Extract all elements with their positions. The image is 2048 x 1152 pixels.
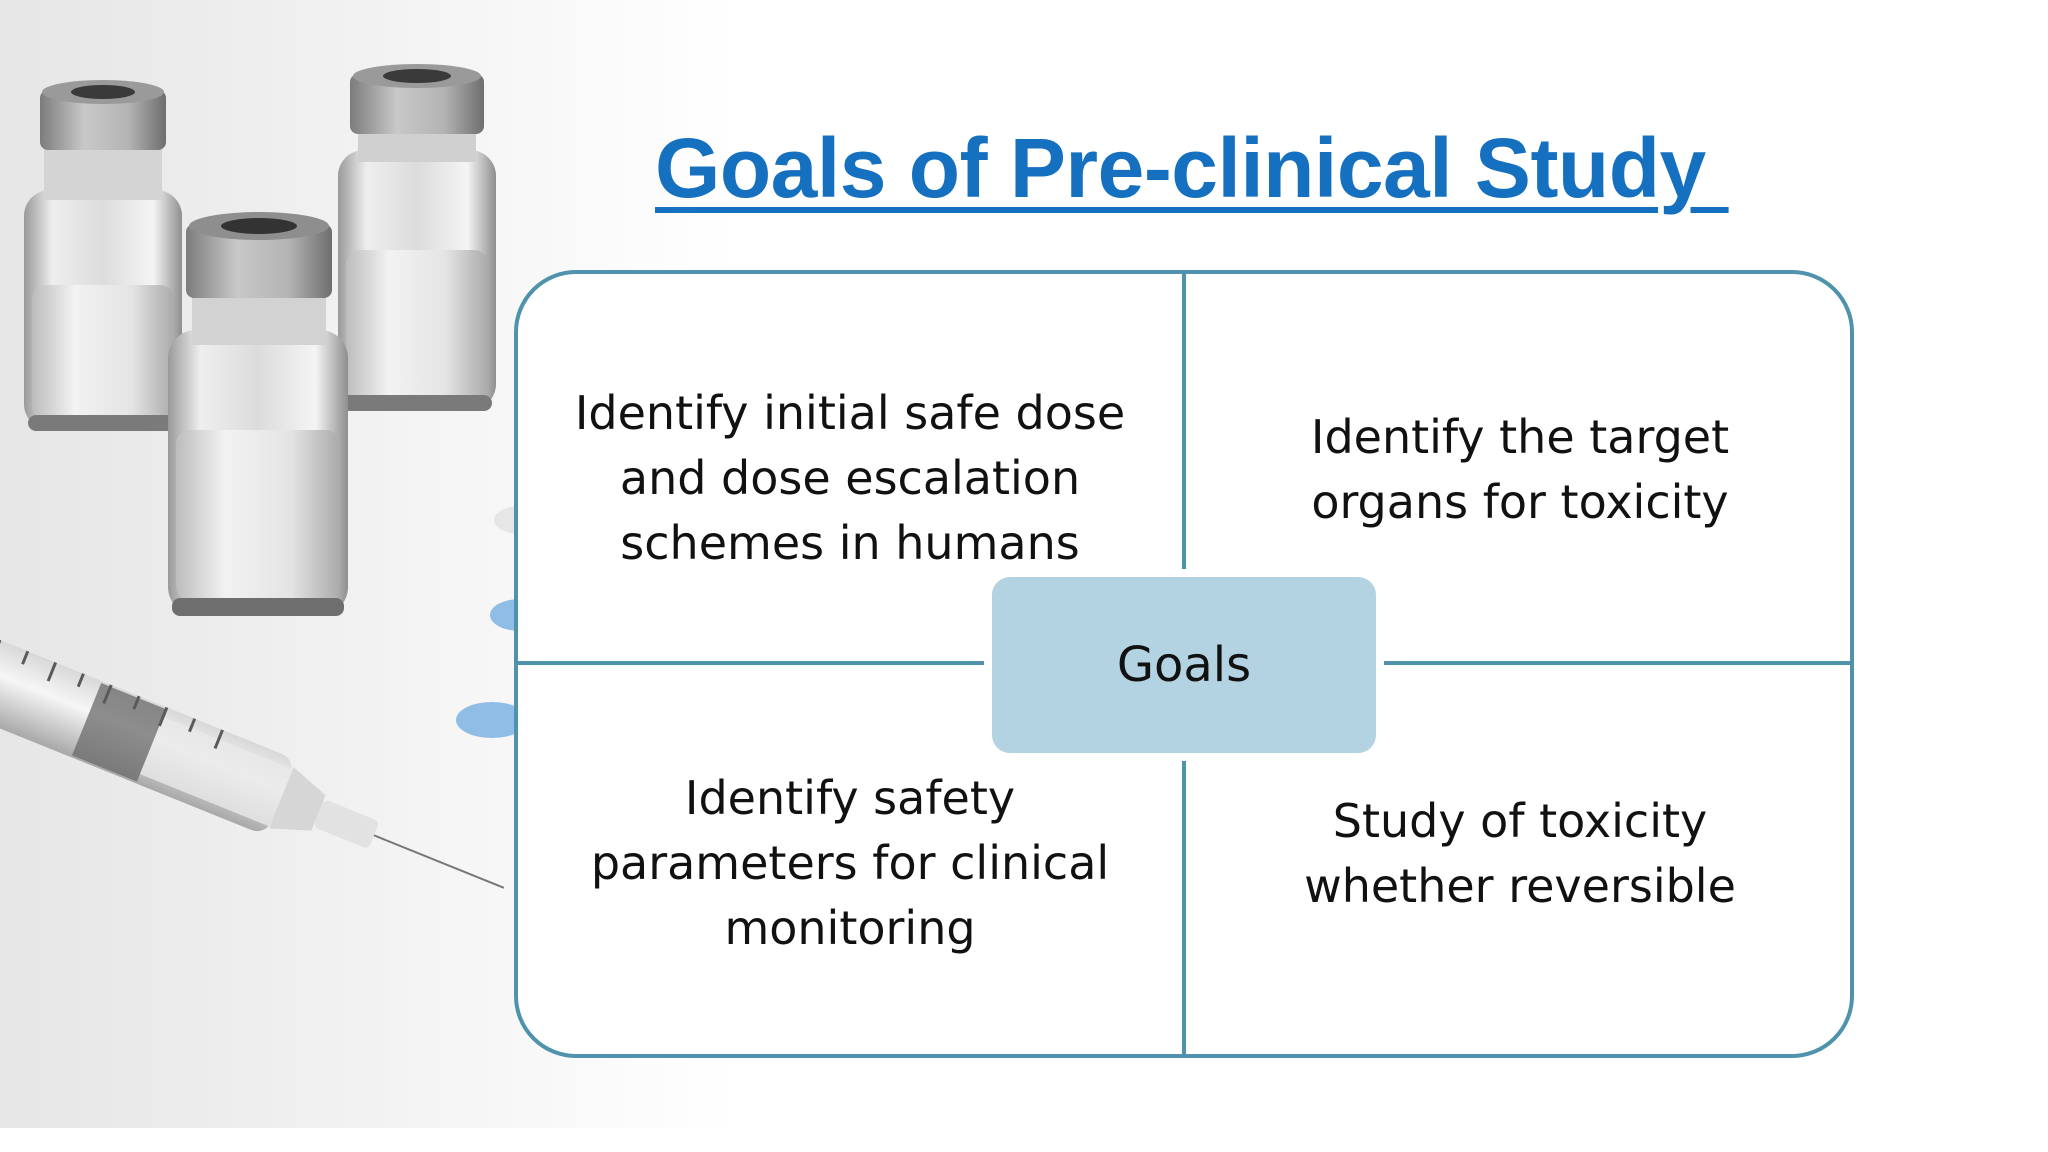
quadrant-top-right: Identify the target organs for toxicity	[1310, 410, 1730, 529]
quadrant-top-left: Identify initial safe dose and dose esca…	[574, 386, 1126, 570]
quadrant-bottom-left: Identify safety parameters for clinical …	[590, 771, 1110, 955]
pill-icon	[456, 702, 528, 738]
slide-title: Goals of Pre-clinical Study	[655, 121, 1729, 215]
quadrant-bottom-right: Study of toxicity whether reversible	[1304, 794, 1736, 913]
syringe	[0, 629, 505, 889]
vials-and-syringe-image	[0, 64, 540, 889]
vial-front	[168, 212, 348, 616]
bottom-band	[0, 1128, 2048, 1152]
vial-back-left	[24, 80, 182, 431]
vial-back-right	[338, 64, 496, 411]
center-goals-box: Goals	[984, 569, 1384, 761]
center-goals-label: Goals	[1116, 637, 1252, 693]
